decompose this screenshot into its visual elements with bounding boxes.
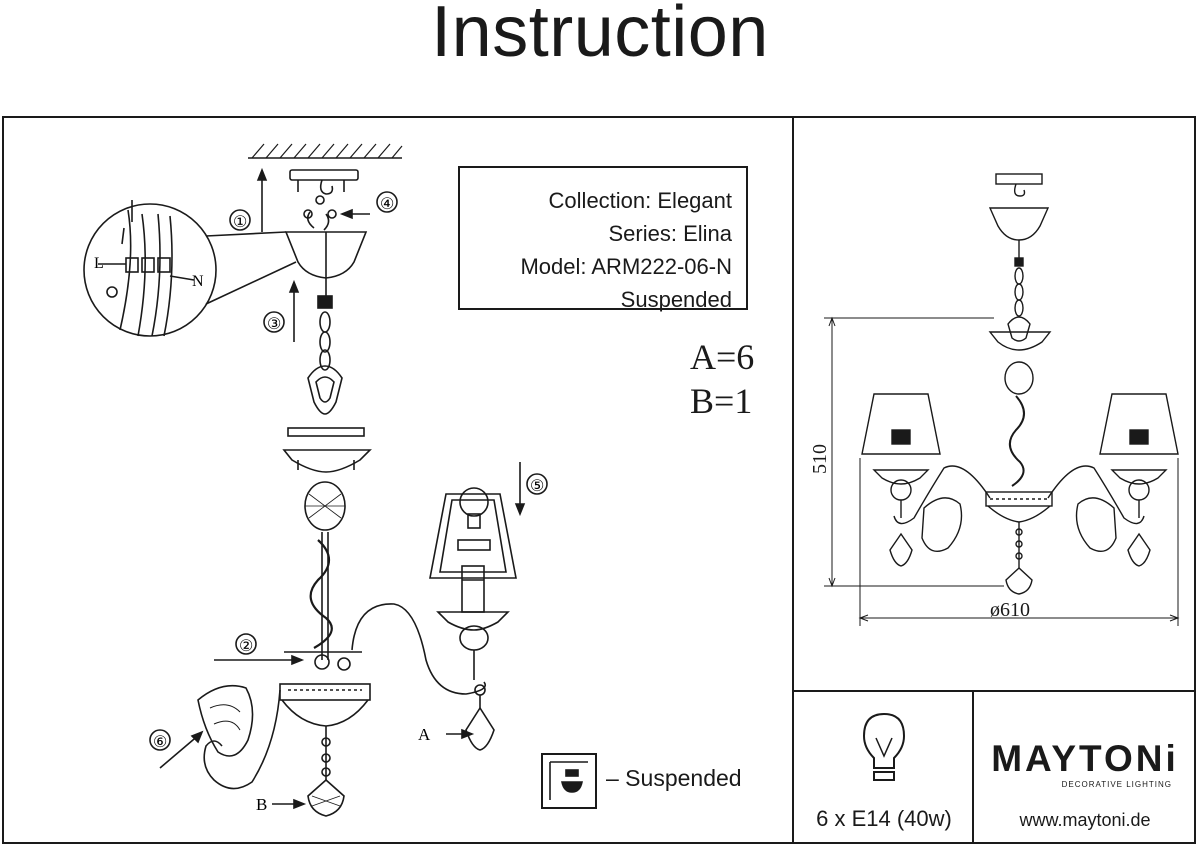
crystal-a-label: A <box>418 725 431 744</box>
footer-cell-divider <box>972 690 974 844</box>
model-text: Model: ARM222-06-N <box>520 254 732 279</box>
page-title: Instruction <box>431 0 769 72</box>
series-text: Series: Elina <box>608 221 732 246</box>
step-4-number: ④ <box>380 196 394 213</box>
collection-text: Collection: Elegant <box>548 188 732 213</box>
step-6-number: ⑥ <box>153 734 167 751</box>
type-text: Suspended <box>620 287 732 312</box>
bulb-spec: 6 x E14 (40w) <box>816 806 952 831</box>
suspended-label: – Suspended <box>606 765 742 791</box>
footer-divider <box>792 690 1196 692</box>
bulb-icon <box>862 712 906 781</box>
step-2-number: ② <box>239 638 253 655</box>
product-info-box: Collection: Elegant Series: Elina Model:… <box>458 166 748 312</box>
diameter-dimension: ø610 <box>990 599 1030 621</box>
part-b-quantity: B=1 <box>690 381 753 421</box>
height-dimension: 510 <box>809 444 831 474</box>
part-a-quantity: A=6 <box>690 337 755 377</box>
dimension-drawing: 510 ø610 <box>809 173 1180 626</box>
brand-tagline: DECORATIVE LIGHTING <box>1061 780 1172 789</box>
brand-logo: MAYTONi <box>991 738 1179 779</box>
step-3-number: ③ <box>267 316 281 333</box>
step-1-number: ① <box>233 214 247 231</box>
website-link[interactable]: www.maytoni.de <box>1019 810 1151 830</box>
wire-label-neutral: N <box>192 273 204 290</box>
assembly-diagram: L N ① ② ③ ④ ⑤ ⑥ A B <box>83 143 597 817</box>
crystal-b-label: B <box>256 795 267 814</box>
step-5-number: ⑤ <box>530 478 544 495</box>
wire-label-live: L <box>94 255 104 272</box>
main-frame <box>2 116 1196 844</box>
right-panel-divider <box>792 116 794 844</box>
